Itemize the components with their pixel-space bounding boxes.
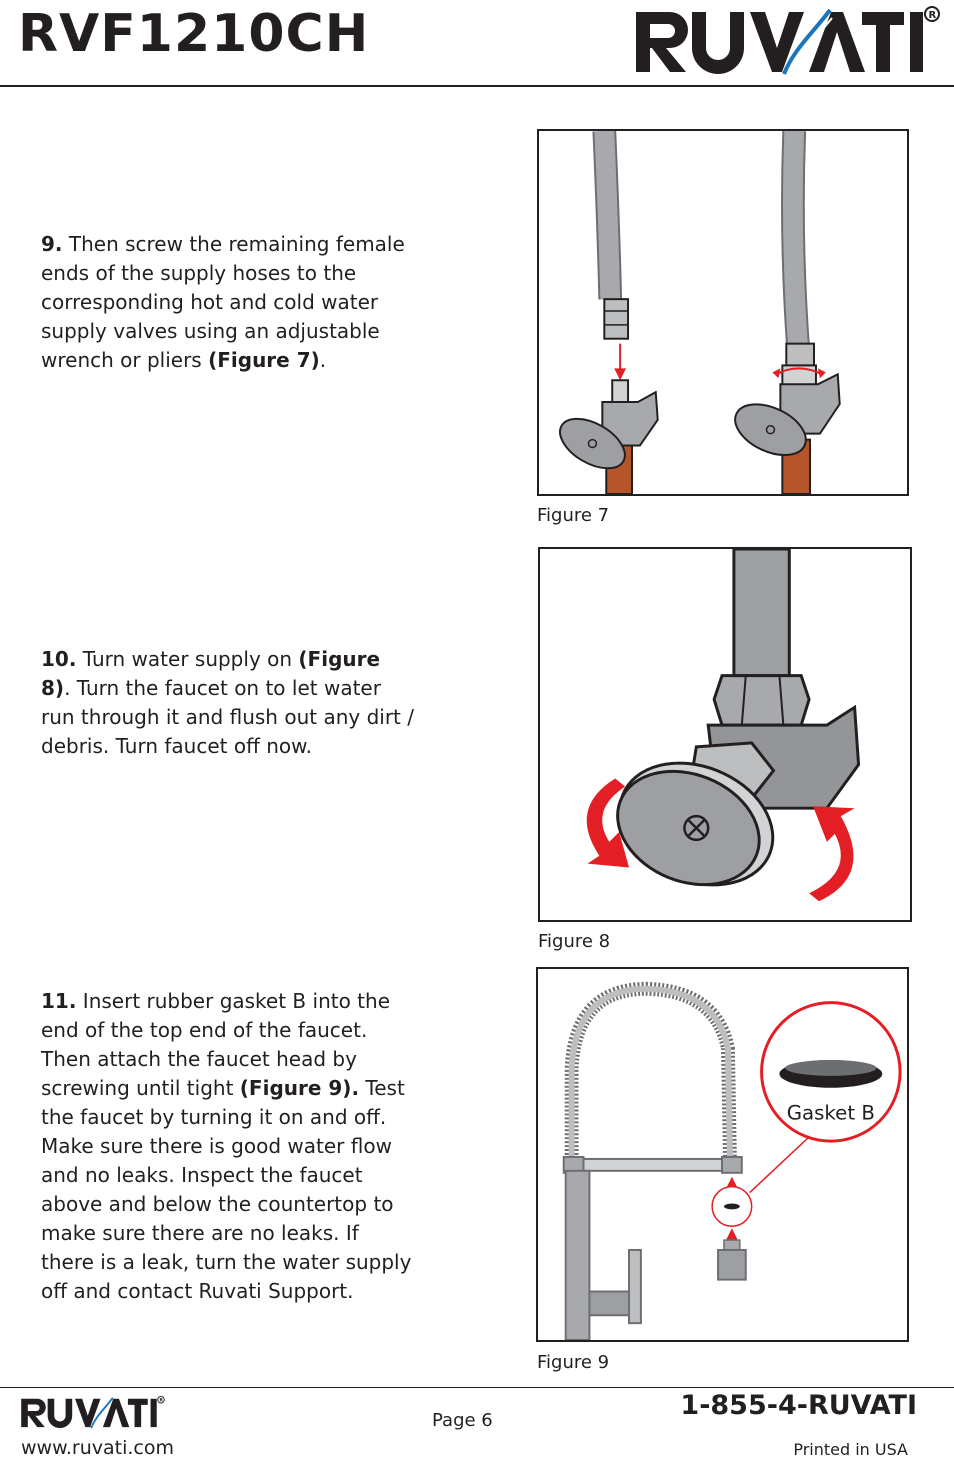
figure-8-illustration	[538, 547, 912, 922]
support-phone: 1-855-4-RUVATI	[680, 1390, 917, 1421]
figure-9-caption: Figure 9	[537, 1352, 610, 1373]
model-number: RVF1210CH	[18, 4, 370, 64]
website-link[interactable]: www.ruvati.com	[21, 1437, 175, 1459]
printed-note: Printed in USA	[793, 1440, 908, 1459]
figure-7-illustration	[537, 129, 909, 496]
ruvati-logo: R	[636, 6, 940, 75]
header-divider	[0, 85, 954, 87]
step-text-run: Test the faucet by turning it on and off…	[41, 1076, 412, 1303]
step-number: 11.	[41, 989, 77, 1013]
figure-reference: (Figure 9).	[239, 1076, 360, 1100]
figure-8-caption: Figure 8	[538, 931, 611, 952]
step-text-run: Turn water supply on	[76, 647, 299, 671]
step-10-text: 10. Turn water supply on (Figure 8). Tur…	[41, 645, 416, 761]
step-11-text: 11. Insert rubber gasket B into the end …	[41, 987, 416, 1306]
page-number: Page 6	[432, 1410, 493, 1431]
figure-reference: (Figure 8)	[41, 647, 381, 700]
svg-text:R: R	[159, 1398, 163, 1404]
figure-reference: (Figure 7)	[208, 348, 320, 372]
gasket-label: Gasket B	[787, 1101, 875, 1124]
step-text-run: .	[319, 348, 327, 372]
figure-7-caption: Figure 7	[537, 505, 610, 526]
figure-9-illustration: Gasket B	[536, 967, 909, 1342]
svg-text:R: R	[929, 10, 937, 21]
step-9-text: 9. Then screw the remaining female ends …	[41, 230, 416, 375]
step-text-run: . Turn the faucet on to let water run th…	[41, 676, 414, 758]
step-text-run: Insert rubber gasket B into the end of t…	[41, 989, 391, 1100]
ruvati-logo-footer: R	[21, 1395, 165, 1429]
footer-divider	[0, 1387, 954, 1388]
step-number: 10.	[41, 647, 77, 671]
step-text-run: Then screw the remaining female ends of …	[41, 232, 405, 372]
step-number: 9.	[41, 232, 63, 256]
